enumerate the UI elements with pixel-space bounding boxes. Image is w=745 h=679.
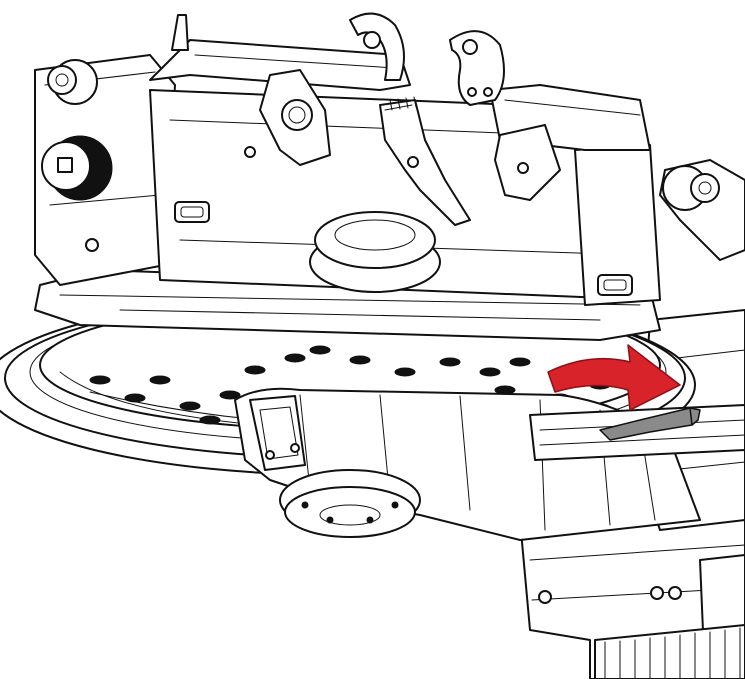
frame-bolt-icon — [650, 586, 664, 600]
frame-bolt-icon — [668, 586, 682, 600]
vertical-column — [594, 624, 745, 679]
clamp-right — [494, 124, 561, 201]
screw-icon — [85, 238, 99, 252]
adjustment-knob — [279, 469, 421, 538]
rotation-arrow-icon — [547, 344, 681, 411]
center-hub — [309, 211, 441, 293]
clamp-left — [244, 69, 331, 166]
left-slot — [174, 201, 210, 223]
top-spike — [171, 14, 189, 51]
release-lever — [599, 407, 701, 441]
side-roller — [659, 159, 745, 261]
right-slot — [597, 274, 633, 296]
knurled-knob-lower — [41, 135, 113, 201]
clamp-center — [379, 96, 471, 226]
frame-bolt-icon — [538, 590, 552, 604]
hook-left — [349, 12, 405, 81]
knurled-knob-upper — [47, 59, 98, 105]
hook-right — [449, 30, 505, 106]
